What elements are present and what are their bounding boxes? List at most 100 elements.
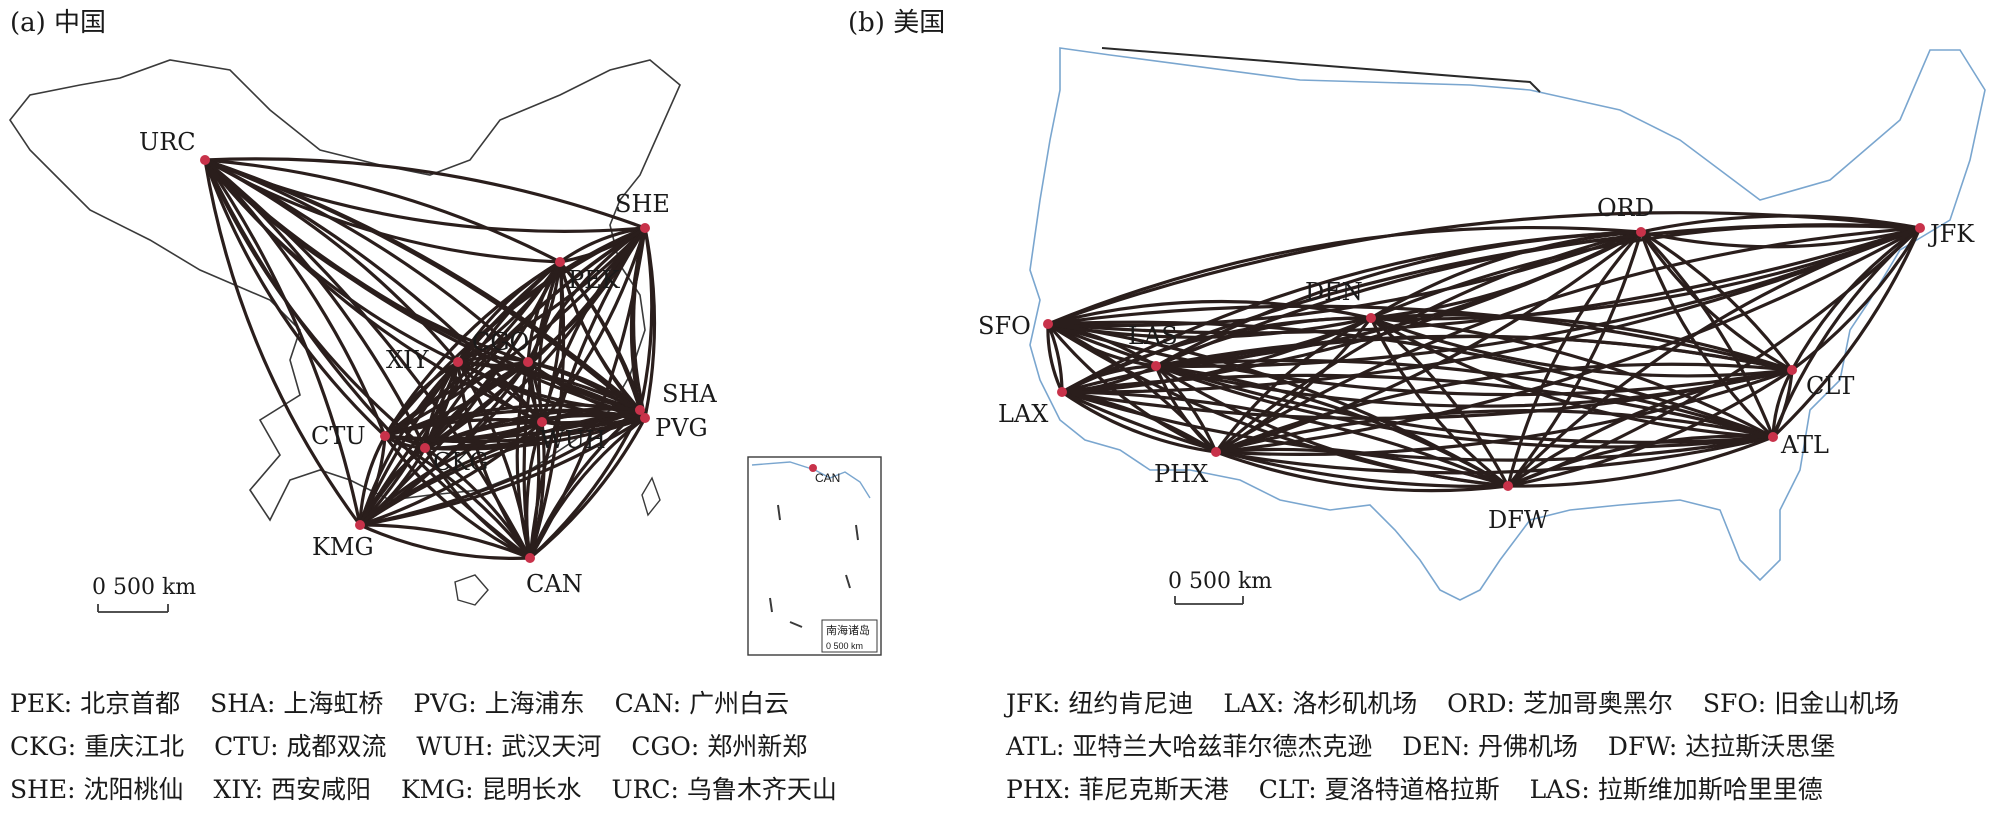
inset-island-dashes	[769, 504, 859, 628]
route-line	[383, 226, 647, 438]
airport-label-atl: ATL	[1780, 431, 1829, 459]
legend-item: SHA: 上海虹桥	[210, 689, 384, 718]
route-line	[1046, 225, 1643, 326]
airport-node-ord	[1636, 227, 1646, 237]
route-line	[1639, 226, 1922, 249]
airport-label-kmg: KMG	[312, 533, 374, 561]
legend-item: CTU: 成都双流	[214, 732, 387, 761]
usa-north-border	[1101, 47, 1541, 93]
route-line	[1369, 226, 1922, 321]
legend-item: XIY: 西安咸阳	[213, 775, 371, 804]
airport-node-cgo	[523, 357, 533, 367]
route-line	[1060, 390, 1775, 462]
legend-item: KMG: 昆明长水	[400, 775, 582, 804]
route-line	[1369, 316, 1510, 488]
airport-label-clt: CLT	[1806, 372, 1854, 400]
legend-item: CKG: 重庆江北	[10, 732, 185, 761]
panel-title-usa: (b) 美国	[848, 8, 946, 38]
route-line	[1214, 226, 1922, 454]
route-line	[1046, 322, 1064, 394]
route-line	[358, 446, 427, 527]
route-line	[383, 434, 532, 560]
route-line	[358, 416, 647, 527]
route-line	[383, 434, 532, 560]
route-line	[558, 260, 647, 420]
route-line	[1639, 230, 1775, 439]
route-line	[423, 420, 544, 450]
airport-node-den	[1366, 313, 1376, 323]
legend-item: PEK: 北京首都	[10, 689, 181, 718]
airport-node-jfk	[1915, 223, 1925, 233]
airport-label-las: LAS	[1128, 322, 1178, 350]
usa-route-network	[1046, 211, 1922, 493]
route-line	[528, 420, 546, 560]
route-line	[1369, 316, 1510, 488]
china-route-network	[203, 157, 657, 560]
route-line	[1046, 299, 1373, 326]
airport-node-clt	[1787, 365, 1797, 375]
airport-node-ckg	[420, 443, 430, 453]
legend-item: URC: 乌鲁木齐天山	[611, 775, 837, 804]
hainan-island	[454, 574, 489, 606]
inset-title: 南海诸岛	[826, 623, 870, 637]
china-scale-bar	[97, 604, 169, 613]
route-line	[423, 446, 532, 560]
route-line	[526, 360, 541, 560]
legend-item: LAS: 拉斯维加斯哈里里德	[1529, 775, 1823, 804]
route-line	[1060, 390, 1218, 454]
airport-label-can: CAN	[526, 570, 583, 598]
route-line	[358, 434, 387, 527]
route-line	[1506, 434, 1775, 488]
route-line	[456, 356, 530, 364]
legend-china-row: PEK: 北京首都 SHA: 上海虹桥 PVG: 上海浦东 CAN: 广州白云	[10, 682, 859, 725]
airport-label-cgo: CGO	[472, 328, 529, 356]
route-line	[383, 360, 460, 438]
route-line	[528, 416, 647, 560]
usa-boundary	[1029, 47, 1986, 601]
route-line	[203, 158, 362, 527]
airport-node-wuh	[537, 417, 547, 427]
route-line	[456, 360, 544, 424]
inset-can-node	[809, 464, 817, 472]
airport-label-lax: LAX	[998, 400, 1048, 428]
route-line	[1154, 364, 1510, 488]
route-line	[1154, 364, 1218, 454]
airport-node-ctu	[380, 431, 390, 441]
legend-china-row: CKG: 重庆江北 CTU: 成都双流 WUH: 武汉天河 CGO: 郑州新郑	[10, 725, 859, 768]
usa-scale-label: 0 500 km	[1168, 569, 1272, 594]
legend-item: CGO: 郑州新郑	[631, 732, 808, 761]
route-line	[1060, 368, 1794, 420]
route-line	[1214, 450, 1510, 493]
airport-node-pvg	[640, 413, 650, 423]
route-line	[1060, 230, 1643, 394]
china-scale-label: 0 500 km	[92, 575, 196, 600]
route-line	[528, 416, 647, 560]
route-maps: CAN 南海诸岛 0 500 km 0 500 km 0 500 km URCS…	[9, 47, 1986, 656]
legend-item: CAN: 广州白云	[614, 689, 790, 718]
airport-label-jfk: JFK	[1927, 220, 1975, 248]
airport-label-wuh: WUH	[540, 426, 606, 454]
inset-can-label: CAN	[815, 471, 840, 485]
airport-node-atl	[1768, 432, 1778, 442]
airport-node-can	[525, 553, 535, 563]
airport-label-den: DEN	[1305, 278, 1363, 306]
inset-legend-box	[821, 619, 878, 653]
route-line	[1639, 230, 1794, 372]
route-line	[540, 412, 647, 424]
airport-label-xiy: XIY	[386, 346, 430, 374]
route-line	[456, 360, 532, 560]
route-line	[358, 420, 544, 527]
route-line	[1060, 226, 1922, 394]
legend-china: PEK: 北京首都 SHA: 上海虹桥 PVG: 上海浦东 CAN: 广州白云 …	[10, 682, 859, 811]
route-line	[1046, 322, 1218, 454]
airport-node-urc	[200, 155, 210, 165]
route-line	[203, 157, 647, 230]
route-line	[1214, 368, 1794, 456]
route-line	[1214, 409, 1775, 454]
legend-item: JFK: 纽约肯尼迪	[1006, 689, 1194, 718]
airport-label-sfo: SFO	[978, 312, 1031, 340]
route-line	[1060, 224, 1922, 394]
route-line	[1771, 226, 1922, 439]
route-line	[1214, 362, 1794, 454]
airport-label-pek: PEK	[568, 266, 621, 294]
